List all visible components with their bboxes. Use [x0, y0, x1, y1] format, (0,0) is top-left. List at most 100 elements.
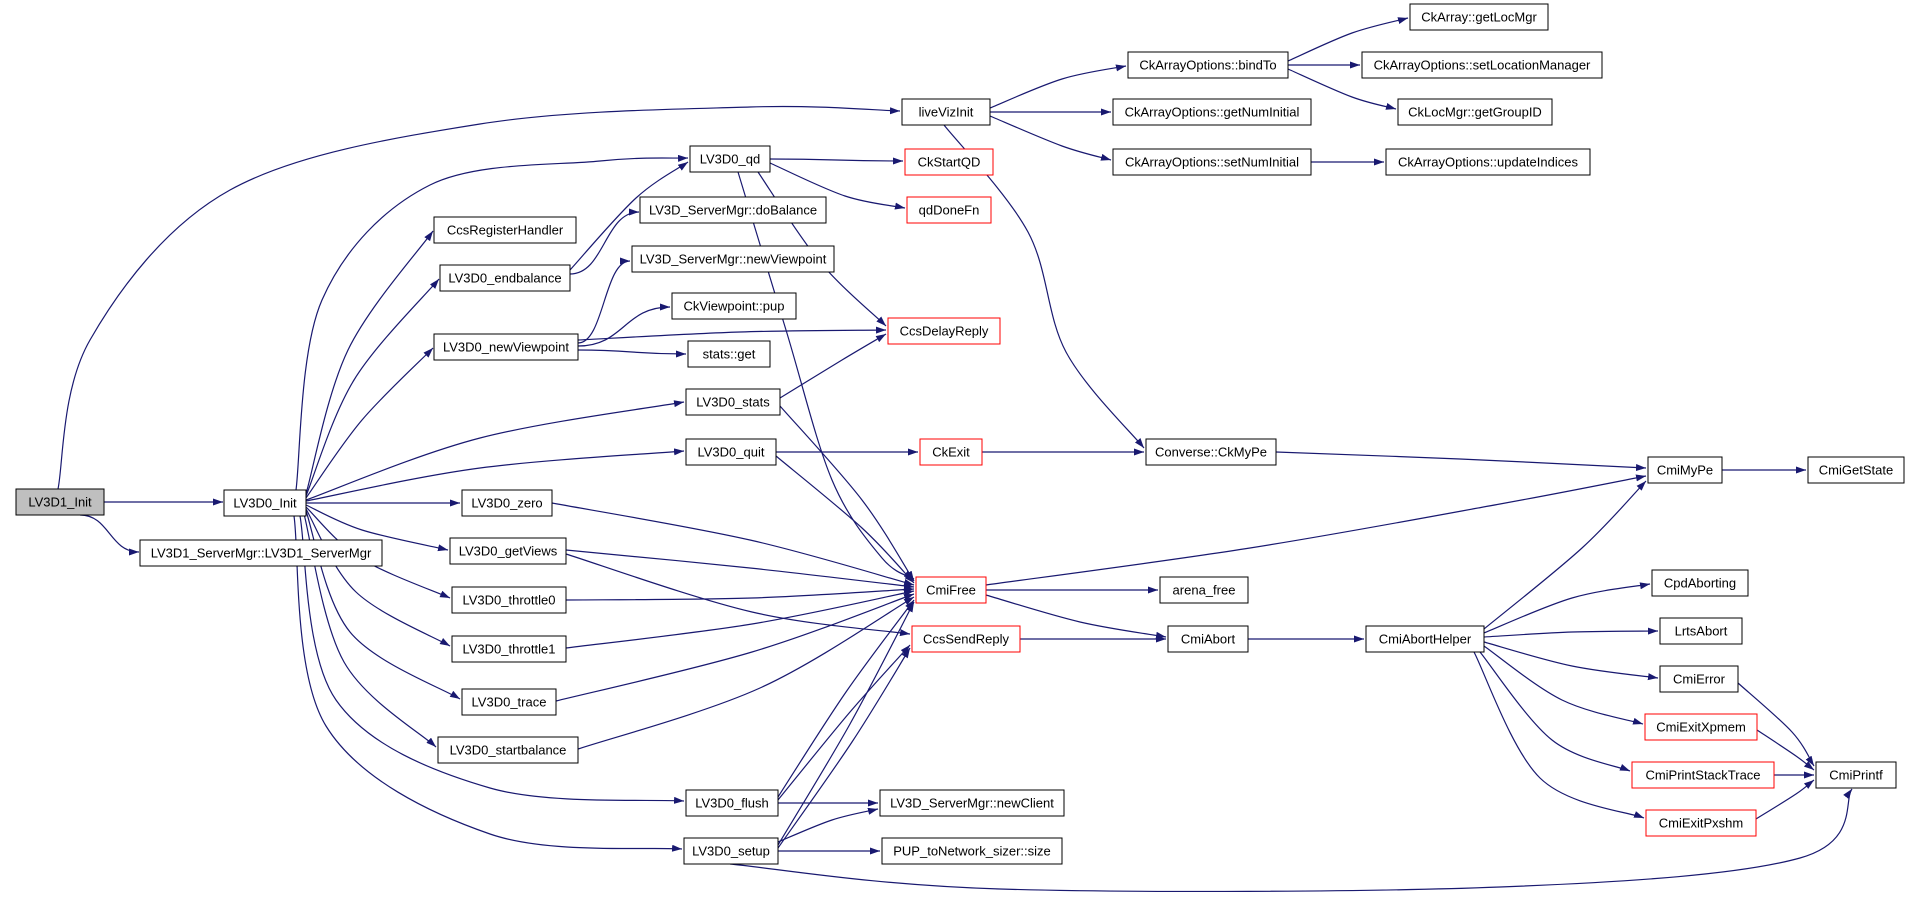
- graph-node-box: [451, 635, 567, 663]
- graph-node-label: LrtsAbort: [1675, 624, 1728, 639]
- graph-node-ccsdelayreply[interactable]: CcsDelayReply: [887, 317, 1001, 345]
- graph-node-stats-get[interactable]: stats::get: [687, 340, 771, 368]
- graph-node-cmiprintstacktrace[interactable]: CmiPrintStackTrace: [1631, 761, 1775, 789]
- graph-node-lv3d0-stats[interactable]: LV3D0_stats: [685, 388, 781, 416]
- graph-edge-lv3d0-init--lv3d0-newviewpoint: [305, 347, 434, 499]
- graph-node-box: [1807, 456, 1905, 484]
- graph-node-getlocmgr[interactable]: CkArray::getLocMgr: [1409, 3, 1549, 31]
- graph-node-cmierror[interactable]: CmiError: [1659, 665, 1739, 693]
- graph-edge-cmiaborthelper--cmierror: [1483, 641, 1659, 681]
- graph-edge-lv3d0-zero--cmifree: [551, 502, 915, 586]
- graph-edge-lv3d0-init--lv3d0-quit: [305, 448, 685, 502]
- graph-node-ckexit[interactable]: CkExit: [919, 438, 983, 466]
- graph-node-bindto[interactable]: CkArrayOptions::bindTo: [1127, 51, 1289, 79]
- graph-node-label: CkStartQD: [918, 155, 981, 170]
- graph-node-lv3d0-quit[interactable]: LV3D0_quit: [685, 438, 777, 466]
- graph-node-lv3d0-startbalance[interactable]: LV3D0_startbalance: [437, 736, 579, 764]
- graph-node-cmimype[interactable]: CmiMyPe: [1647, 456, 1723, 484]
- graph-node-box: [1385, 148, 1591, 176]
- graph-node-cmiexitxpmem[interactable]: CmiExitXpmem: [1644, 713, 1758, 741]
- graph-node-lv3d0-setup[interactable]: LV3D0_setup: [683, 837, 779, 865]
- graph-node-box: [1815, 761, 1897, 789]
- graph-node-label: LV3D0_stats: [696, 395, 770, 410]
- graph-node-updateindices[interactable]: CkArrayOptions::updateIndices: [1385, 148, 1591, 176]
- graph-edge-lv3d0-init--lv3d0-qd: [295, 154, 689, 491]
- graph-node-lv3d0-throttle0[interactable]: LV3D0_throttle0: [451, 586, 567, 614]
- graph-edge-cmiaborthelper--cmiprintstacktrace: [1479, 651, 1631, 772]
- graph-node-cmiabort[interactable]: CmiAbort: [1167, 625, 1249, 653]
- graph-node-box: [639, 196, 827, 224]
- graph-node-label: CkArrayOptions::updateIndices: [1398, 155, 1578, 170]
- graph-node-label: LV3D0_startbalance: [450, 743, 567, 758]
- graph-edge-bindto--getgroupid: [1287, 68, 1397, 110]
- graph-node-setlocationmanager[interactable]: CkArrayOptions::setLocationManager: [1361, 51, 1603, 79]
- graph-node-label: CmiAbort: [1181, 632, 1236, 647]
- graph-edge-lv3d0-getviews--cmifree: [565, 549, 915, 590]
- graph-node-label: LV3D0_getViews: [459, 544, 558, 559]
- graph-edge-bindto--getlocmgr: [1287, 17, 1409, 62]
- graph-node-pup-size[interactable]: PUP_toNetwork_sizer::size: [881, 837, 1063, 865]
- nodes-layer: LV3D1_Init LV3D0_InitLV3D1_ServerMgr::LV3…: [15, 3, 1905, 865]
- graph-node-box: [685, 789, 779, 817]
- graph-node-box: [1659, 617, 1743, 645]
- graph-node-label: CmiFree: [926, 583, 976, 598]
- graph-node-lrtsabort[interactable]: LrtsAbort: [1659, 617, 1743, 645]
- graph-node-ckstartqd[interactable]: CkStartQD: [904, 148, 994, 176]
- graph-edge-lv3d0-init--lv3d0-getviews: [305, 504, 449, 552]
- graph-node-lv3d0-newviewpoint[interactable]: LV3D0_newViewpoint: [433, 333, 579, 361]
- graph-node-arena-free[interactable]: arena_free: [1159, 576, 1249, 604]
- graph-edge-livevizinit--bindto: [989, 64, 1127, 109]
- graph-node-lv3d0-flush[interactable]: LV3D0_flush: [685, 789, 779, 817]
- graph-node-lv3d0-trace[interactable]: LV3D0_trace: [461, 688, 557, 716]
- graph-node-dobalance[interactable]: LV3D_ServerMgr::doBalance: [639, 196, 827, 224]
- graph-edge-lv3d0-setup--cmiprintf: [729, 788, 1853, 893]
- graph-node-box: [15, 488, 105, 516]
- graph-node-lv3d1-init[interactable]: LV3D1_Init: [15, 488, 105, 516]
- graph-node-lv3d0-qd[interactable]: LV3D0_qd: [689, 145, 771, 173]
- graph-node-cmiexitpxshm[interactable]: CmiExitPxshm: [1645, 809, 1757, 837]
- graph-node-label: CkArrayOptions::setLocationManager: [1374, 58, 1591, 73]
- graph-node-lv3d0-endbalance[interactable]: LV3D0_endbalance: [439, 264, 571, 292]
- graph-node-box: [451, 586, 567, 614]
- graph-edge-lv3d0-quit--cmifree: [775, 455, 915, 584]
- graph-node-label: LV3D0_quit: [698, 445, 765, 460]
- graph-node-box: [1127, 51, 1289, 79]
- graph-node-label: LV3D0_throttle0: [463, 593, 556, 608]
- graph-node-box: [683, 837, 779, 865]
- graph-node-ckviewpoint-pup[interactable]: CkViewpoint::pup: [671, 292, 797, 320]
- graph-node-lv3d0-zero[interactable]: LV3D0_zero: [461, 489, 553, 517]
- graph-edge-lv3d0-flush--cmifree: [777, 599, 915, 798]
- graph-node-label: CkViewpoint::pup: [684, 299, 785, 314]
- graph-node-livevizinit[interactable]: liveVizInit: [901, 98, 991, 126]
- graph-node-label: LV3D0_setup: [692, 844, 770, 859]
- graph-edge-lv3d0-newviewpoint--newviewpoint-mgr: [577, 257, 631, 344]
- graph-node-lv3d0-getviews[interactable]: LV3D0_getViews: [449, 537, 567, 565]
- graph-node-cmiprintf[interactable]: CmiPrintf: [1815, 761, 1897, 789]
- graph-node-label: CmiExitXpmem: [1656, 720, 1746, 735]
- graph-node-ccsregisterhandler[interactable]: CcsRegisterHandler: [433, 216, 577, 244]
- graph-node-label: CmiAbortHelper: [1379, 632, 1472, 647]
- graph-node-getgroupid[interactable]: CkLocMgr::getGroupID: [1397, 98, 1553, 126]
- graph-node-cpdaborting[interactable]: CpdAborting: [1651, 569, 1749, 597]
- graph-edge-lv3d0-setup--newclient: [777, 807, 879, 843]
- graph-node-ccssendreply[interactable]: CcsSendReply: [911, 625, 1021, 653]
- graph-node-newviewpoint-mgr[interactable]: LV3D_ServerMgr::newViewpoint: [631, 245, 835, 273]
- graph-node-qddonefn[interactable]: qdDoneFn: [906, 196, 992, 224]
- graph-node-label: LV3D0_newViewpoint: [443, 340, 569, 355]
- edges-layer: [57, 17, 1853, 893]
- graph-node-converse-ckmype[interactable]: Converse::CkMyPe: [1145, 438, 1277, 466]
- graph-node-label: CmiMyPe: [1657, 463, 1713, 478]
- graph-node-box: [915, 576, 987, 604]
- graph-edge-lv3d0-qd--ckstartqd: [769, 157, 904, 165]
- graph-node-cmigetstate[interactable]: CmiGetState: [1807, 456, 1905, 484]
- graph-node-lv3d0-init[interactable]: LV3D0_Init: [223, 489, 307, 517]
- graph-node-cmifree[interactable]: CmiFree: [915, 576, 987, 604]
- graph-node-lv3d0-throttle1[interactable]: LV3D0_throttle1: [451, 635, 567, 663]
- graph-node-getnuminitial[interactable]: CkArrayOptions::getNumInitial: [1112, 98, 1312, 126]
- graph-node-box: [1645, 809, 1757, 837]
- graph-node-setnuminitial[interactable]: CkArrayOptions::setNumInitial: [1112, 148, 1312, 176]
- graph-node-newclient[interactable]: LV3D_ServerMgr::newClient: [879, 789, 1065, 817]
- graph-node-lv3d1-servermgr[interactable]: LV3D1_ServerMgr::LV3D1_ServerMgr: [139, 539, 383, 567]
- graph-node-cmiaborthelper[interactable]: CmiAbortHelper: [1365, 625, 1485, 653]
